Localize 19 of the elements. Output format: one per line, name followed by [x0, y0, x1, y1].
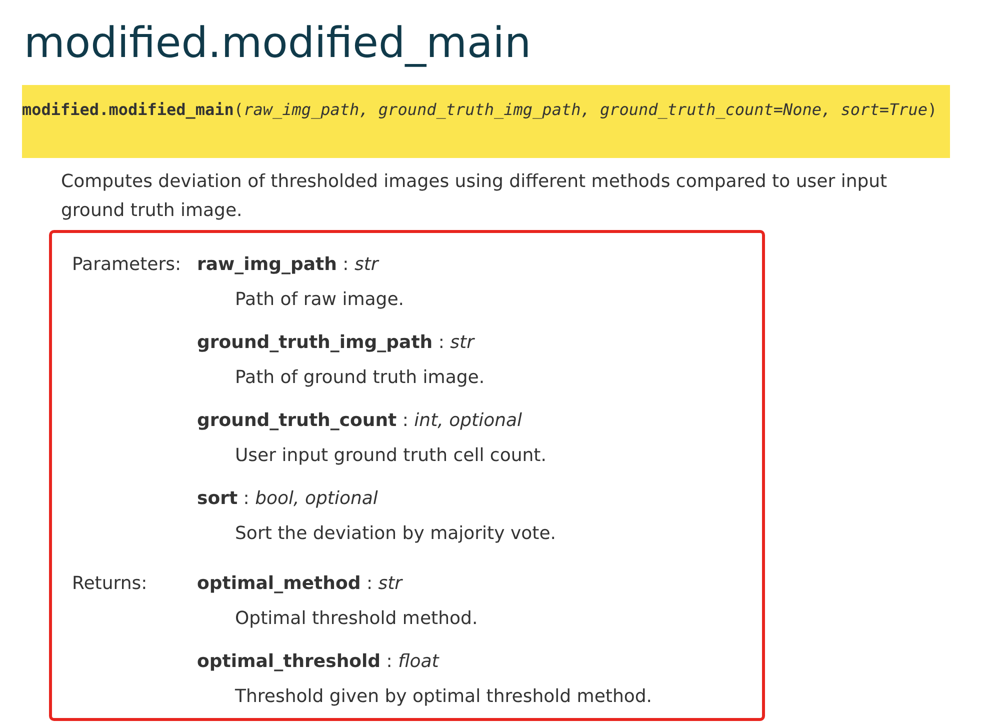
description-text: Computes deviation of thresholded images using different methods compared to user input ground truth image.	[61, 170, 888, 223]
parameter-description: Path of raw image.	[235, 288, 404, 312]
parameter-name: optimal_threshold : float	[197, 650, 439, 674]
signature-band	[22, 85, 950, 158]
highlight-frame	[49, 230, 765, 721]
parameter-description: Optimal threshold method.	[235, 607, 478, 631]
parameter-name: optimal_method : str	[197, 572, 402, 596]
parameter-name: raw_img_path : str	[197, 253, 378, 277]
parameter-name: sort : bool, optional	[197, 487, 378, 511]
parameter-description: User input ground truth cell count.	[235, 444, 546, 468]
parameter-description: Threshold given by optimal threshold method.	[235, 685, 652, 709]
parameter-name: ground_truth_count : int, optional	[197, 409, 522, 433]
function-signature: modified.modified_main(raw_img_path, ground_truth_img_path, ground_truth_count=None, sort=True)	[22, 99, 938, 121]
section-heading: Returns:	[72, 572, 148, 596]
section-heading: Parameters:	[72, 253, 182, 277]
page-title: modified.modified_main	[24, 18, 532, 67]
parameter-description: Path of ground truth image.	[235, 366, 485, 390]
parameter-name: ground_truth_img_path : str	[197, 331, 474, 355]
parameter-description: Sort the deviation by majority vote.	[235, 522, 556, 546]
